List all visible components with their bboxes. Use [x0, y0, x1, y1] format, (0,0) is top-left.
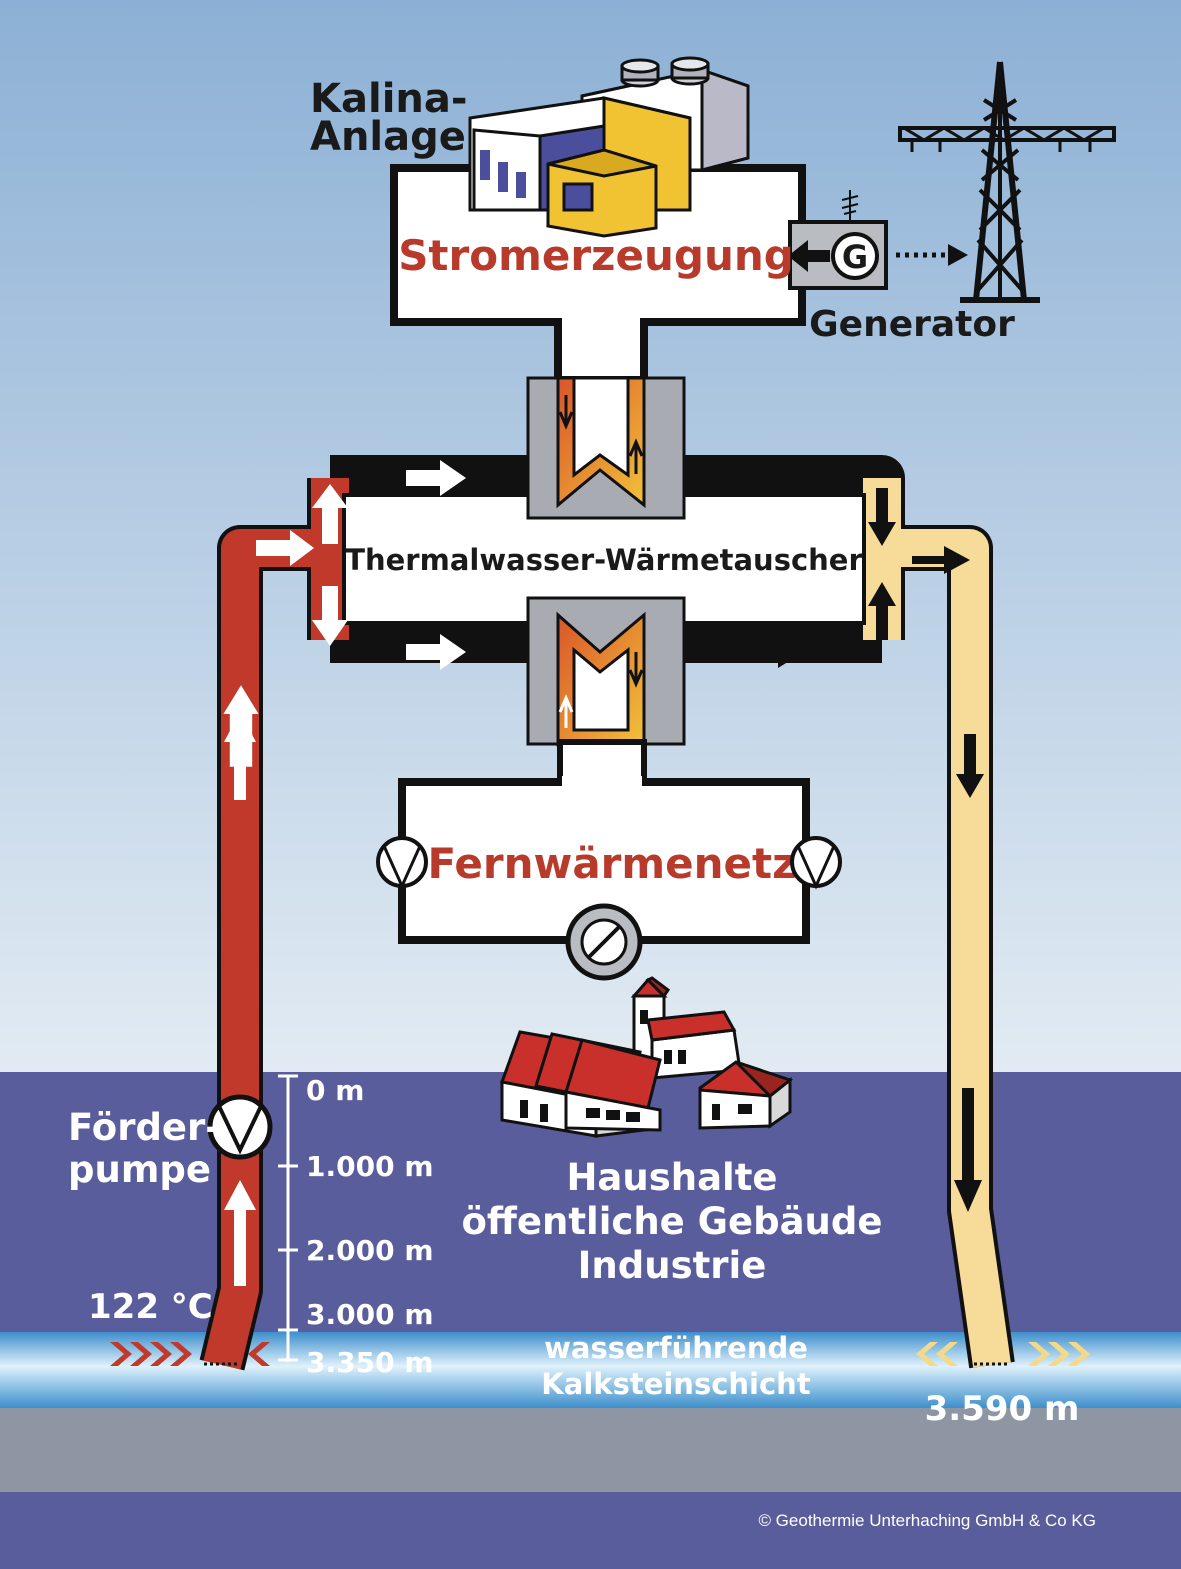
- generator: G: [788, 190, 888, 290]
- generator-label: Generator: [809, 304, 1015, 345]
- depth-label-3350: 3.350 m: [306, 1346, 434, 1379]
- village-buildings-icon: [499, 976, 794, 1138]
- depth-label-3000: 3.000 m: [306, 1298, 434, 1331]
- copyright-notice: © Geothermie Unterhaching GmbH & Co KG: [758, 1511, 1096, 1530]
- production-pump: [207, 1094, 273, 1160]
- pump-label-line2: pumpe: [68, 1148, 211, 1191]
- aquifer-label-line2: Kalksteinschicht: [541, 1367, 811, 1401]
- top-exchanger-coil: [572, 376, 630, 479]
- depth-label-2000: 2.000 m: [306, 1234, 434, 1267]
- heating-pump-right: [790, 836, 842, 890]
- hot-flow-arrows: [223, 460, 466, 1286]
- heating-valve: [565, 903, 643, 981]
- consumers-line1: Haushalte: [566, 1156, 777, 1199]
- power-tower-icon: [898, 61, 1116, 303]
- temperature-label: 122 °C: [88, 1287, 213, 1327]
- depth-label-0: 0 m: [306, 1074, 364, 1107]
- outflow-chevrons: [916, 1342, 1090, 1366]
- kalina-plant-building: [468, 56, 750, 238]
- pump-label-line1: Förder-: [68, 1106, 221, 1149]
- aquifer-label-line1: wasserführende: [544, 1331, 808, 1365]
- depth-scale: [278, 1074, 298, 1362]
- inflow-chevrons: [110, 1342, 270, 1366]
- reinjection-depth-label: 3.590 m: [925, 1389, 1080, 1429]
- kalina-label-line1: Kalina-: [310, 76, 467, 122]
- district-heating-label: Fernwärmenetz: [427, 839, 796, 888]
- footer-band: [0, 1492, 1181, 1564]
- consumers-line3: Industrie: [578, 1244, 767, 1287]
- bedrock-layer: [0, 1408, 1181, 1492]
- kalina-label-line2: Anlage: [310, 114, 466, 160]
- bottom-exchanger-coil: [572, 646, 630, 732]
- power-generation-label: Stromerzeugung: [398, 231, 794, 280]
- consumers-line2: öffentliche Gebäude: [462, 1200, 883, 1243]
- generator-symbol: G: [842, 238, 868, 276]
- cool-flow-arrows: [558, 395, 984, 1212]
- injection-pipe: [904, 529, 1011, 1368]
- depth-label-1000: 1.000 m: [306, 1150, 434, 1183]
- heating-pump-left: [376, 836, 428, 890]
- heat-exchanger-label: Thermalwasser-Wärmetauscher: [345, 543, 863, 577]
